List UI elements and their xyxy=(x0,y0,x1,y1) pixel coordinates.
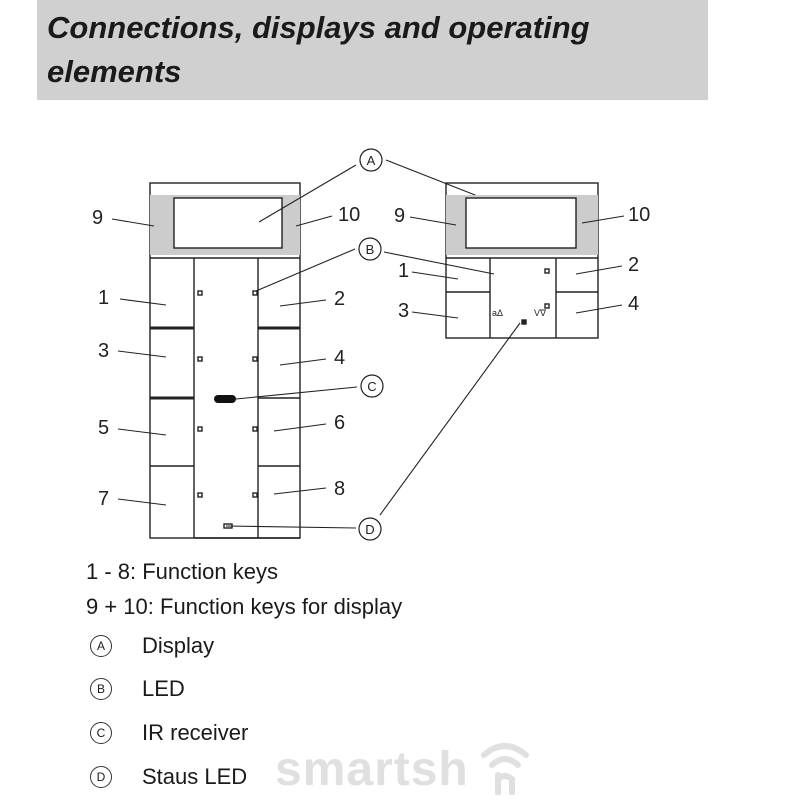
large-key-6-label: 6 xyxy=(334,412,345,434)
callout-b-letter: B xyxy=(366,242,375,257)
callout-d-letter: D xyxy=(365,522,374,537)
legend-led: LED xyxy=(142,676,185,701)
legend-display: Display xyxy=(142,633,215,658)
legend-function-keys: 1 - 8: Function keys xyxy=(86,559,278,584)
large-key-4-label: 4 xyxy=(334,347,345,369)
large-display xyxy=(173,197,283,249)
large-key-9-label: 9 xyxy=(92,207,103,229)
section-header: Connections, displays and operating elem… xyxy=(37,0,708,100)
small-key-10-label: 10 xyxy=(628,204,650,226)
small-device-mark-left: aΔ xyxy=(492,308,503,318)
small-display xyxy=(465,197,577,249)
large-key-3-label: 3 xyxy=(98,340,109,362)
callout-a xyxy=(359,148,383,172)
page-title: Connections, displays and operating elem… xyxy=(47,10,590,89)
small-key-4-label: 4 xyxy=(628,293,639,315)
large-key-10-label: 10 xyxy=(338,204,360,226)
wifi-icon xyxy=(481,743,529,795)
callout-d xyxy=(358,517,382,541)
watermark-text: smartsh xyxy=(275,743,469,796)
large-key-5-label: 5 xyxy=(98,417,109,439)
legend-display-keys: 9 + 10: Function keys for display xyxy=(86,594,403,619)
legend-ir-receiver: IR receiver xyxy=(142,720,249,745)
small-device xyxy=(445,182,599,339)
small-device-mark-right: V∇ xyxy=(534,308,547,318)
legend-mark-b: B xyxy=(90,678,112,700)
large-key-1-label: 1 xyxy=(98,287,109,309)
large-key-7-label: 7 xyxy=(98,488,109,510)
large-key-8-label: 8 xyxy=(334,478,345,500)
legend-mark-d: D xyxy=(90,766,112,788)
small-key-3-label: 3 xyxy=(398,300,409,322)
callout-b xyxy=(358,237,382,261)
small-device-frame xyxy=(445,182,599,339)
small-key-2-label: 2 xyxy=(628,254,639,276)
ir-receiver xyxy=(214,395,236,403)
small-key-9-label: 9 xyxy=(394,205,405,227)
callout-a-letter: A xyxy=(367,153,376,168)
small-key-1-label: 1 xyxy=(398,260,409,282)
callout-c xyxy=(360,374,384,398)
legend-mark-c: C xyxy=(90,722,112,744)
large-key-2-label: 2 xyxy=(334,288,345,310)
large-device xyxy=(149,182,301,539)
legend-status-led: Staus LED xyxy=(142,764,248,789)
device-diagram: aΔ V∇ A B C D 9 10 1 2 3 4 5 6 7 8 9 10 … xyxy=(92,148,650,541)
legend-mark-a: A xyxy=(90,635,112,657)
callout-c-letter: C xyxy=(367,379,376,394)
